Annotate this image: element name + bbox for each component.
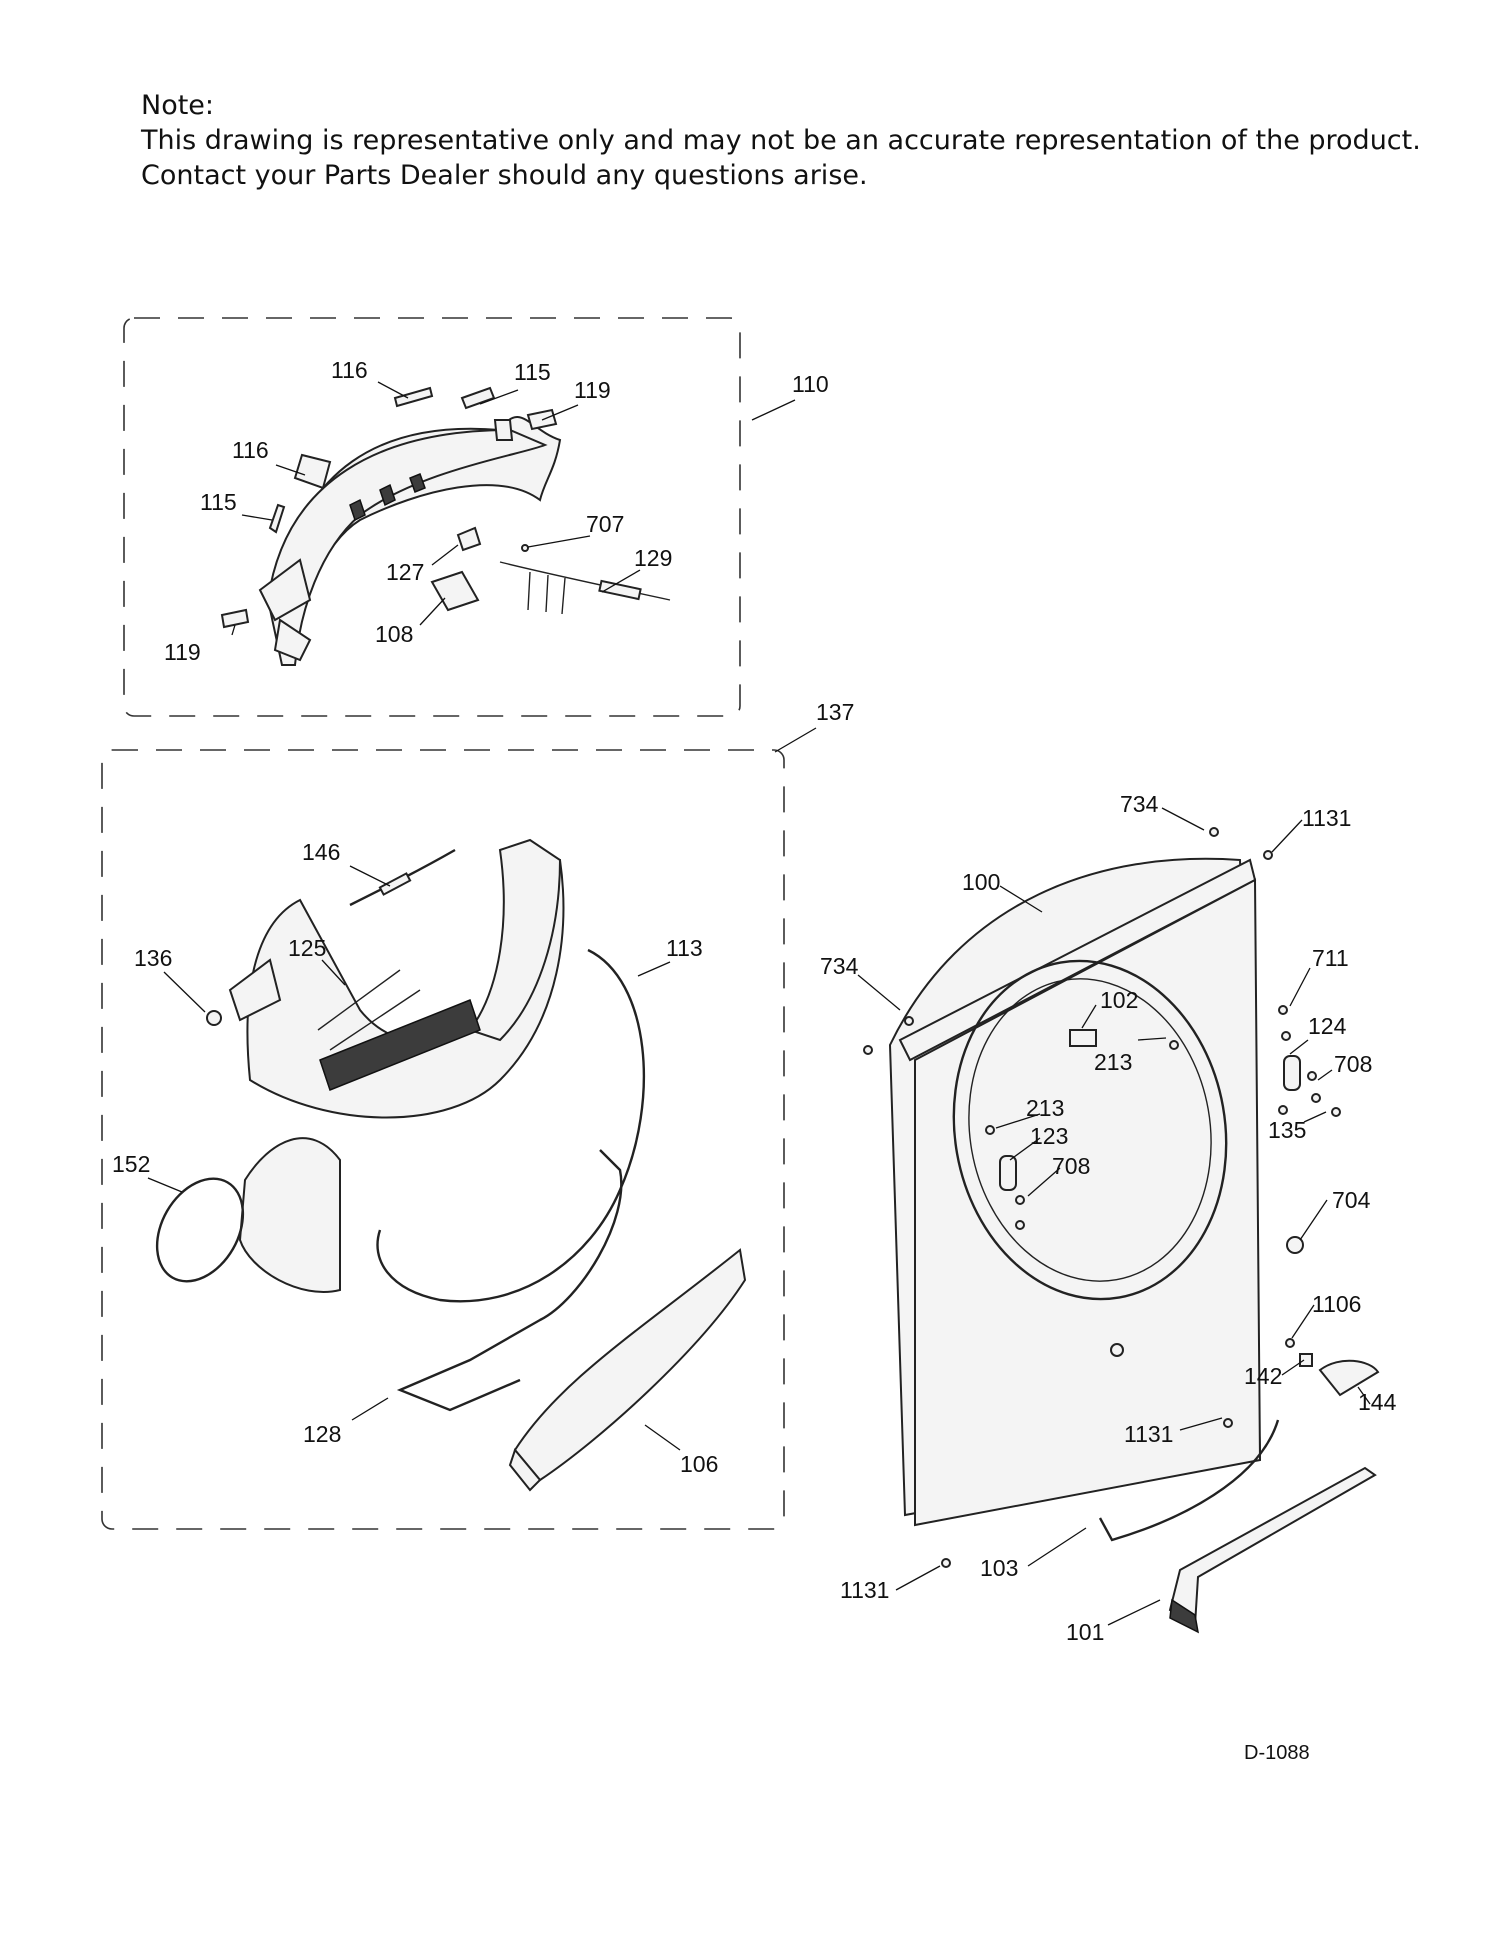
callout-1131: 1131 (840, 1577, 889, 1603)
pad-119-b (220, 608, 250, 629)
callout-128: 128 (303, 1421, 341, 1447)
callout-213: 213 (1094, 1049, 1132, 1075)
screw-136 (206, 1010, 222, 1026)
callout-704: 704 (1332, 1187, 1371, 1213)
front-panel-100 (888, 857, 1262, 1527)
callout-137: 137 (816, 699, 854, 725)
callout-116: 116 (232, 437, 269, 463)
screw-707 (521, 544, 529, 552)
bearing-pad-115-b (268, 503, 286, 534)
callout-707: 707 (586, 511, 624, 537)
callout-100: 100 (962, 869, 1000, 895)
callout-135: 135 (1268, 1117, 1306, 1143)
trim-103 (1098, 1419, 1280, 1542)
note-line-2: Contact your Parts Dealer should any que… (141, 160, 868, 191)
callout-142: 142 (1244, 1363, 1282, 1389)
note-heading: Note: (141, 90, 215, 121)
bearing-pad-116-b (293, 453, 332, 490)
callout-124: 124 (1308, 1013, 1347, 1039)
callout-213: 213 (1026, 1095, 1064, 1121)
assembly-137-boundary (101, 749, 785, 1530)
callout-106: 106 (680, 1451, 718, 1477)
callout-136: 136 (134, 945, 172, 971)
callout-127: 127 (386, 559, 424, 585)
note-line-1: This drawing is representative only and … (141, 125, 1421, 156)
thermistor-146 (349, 848, 456, 907)
callout-734: 734 (820, 953, 859, 979)
assembly-110-boundary (123, 317, 741, 717)
duct-cover-106 (508, 1248, 747, 1492)
callout-708: 708 (1052, 1153, 1090, 1179)
callout-113: 113 (666, 935, 703, 961)
callout-129: 129 (634, 545, 672, 571)
gasket-152 (155, 1177, 245, 1283)
drum-front-bulkhead (228, 838, 565, 1293)
wire-harness-129 (499, 561, 671, 615)
lock-102 (1069, 1029, 1097, 1047)
drawing-id: D-1088 (1244, 1742, 1310, 1764)
callout-115: 115 (514, 359, 551, 385)
callout-1131: 1131 (1124, 1421, 1173, 1447)
wires-125 (317, 969, 421, 1051)
callout-123: 123 (1030, 1123, 1068, 1149)
drawer-cover-101 (1168, 1466, 1377, 1634)
callout-711: 711 (1312, 945, 1349, 971)
callout-101: 101 (1066, 1619, 1104, 1645)
callout-102: 102 (1100, 987, 1138, 1013)
front-bulkhead-upper-part (258, 416, 562, 666)
hinge-cover-142 (1299, 1353, 1313, 1367)
leader-lines (147, 381, 1371, 1626)
lamp-socket-127 (456, 526, 482, 552)
screw-704 (1286, 1236, 1304, 1254)
callout-110: 110 (792, 371, 829, 397)
callout-116: 116 (331, 357, 368, 383)
screws-small (863, 827, 1341, 1568)
callout-144: 144 (1358, 1389, 1397, 1415)
door-seal-113 (376, 948, 646, 1303)
handle-cap-144 (1318, 1359, 1380, 1397)
callout-labels: 116 115 119 110 116 115 707 127 129 108 … (112, 357, 1397, 1645)
callout-1106: 1106 (1312, 1291, 1361, 1317)
bearing-pad-115-a (460, 386, 496, 410)
disclaimer-note: Note: This drawing is representative onl… (141, 88, 1421, 193)
callout-152: 152 (112, 1151, 150, 1177)
callout-708: 708 (1334, 1051, 1372, 1077)
bracket-123 (999, 1155, 1017, 1191)
callout-103: 103 (980, 1555, 1018, 1581)
callout-125: 125 (288, 935, 326, 961)
callout-119: 119 (574, 377, 611, 403)
callout-1131: 1131 (1302, 805, 1351, 831)
callout-119: 119 (164, 639, 201, 665)
bearing-pad-116-a (393, 386, 434, 408)
callout-146: 146 (302, 839, 340, 865)
bracket-124 (1283, 1055, 1301, 1091)
callout-108: 108 (375, 621, 413, 647)
callout-734: 734 (1120, 791, 1159, 817)
callout-115: 115 (200, 489, 237, 515)
heater-element-128 (396, 1149, 623, 1412)
